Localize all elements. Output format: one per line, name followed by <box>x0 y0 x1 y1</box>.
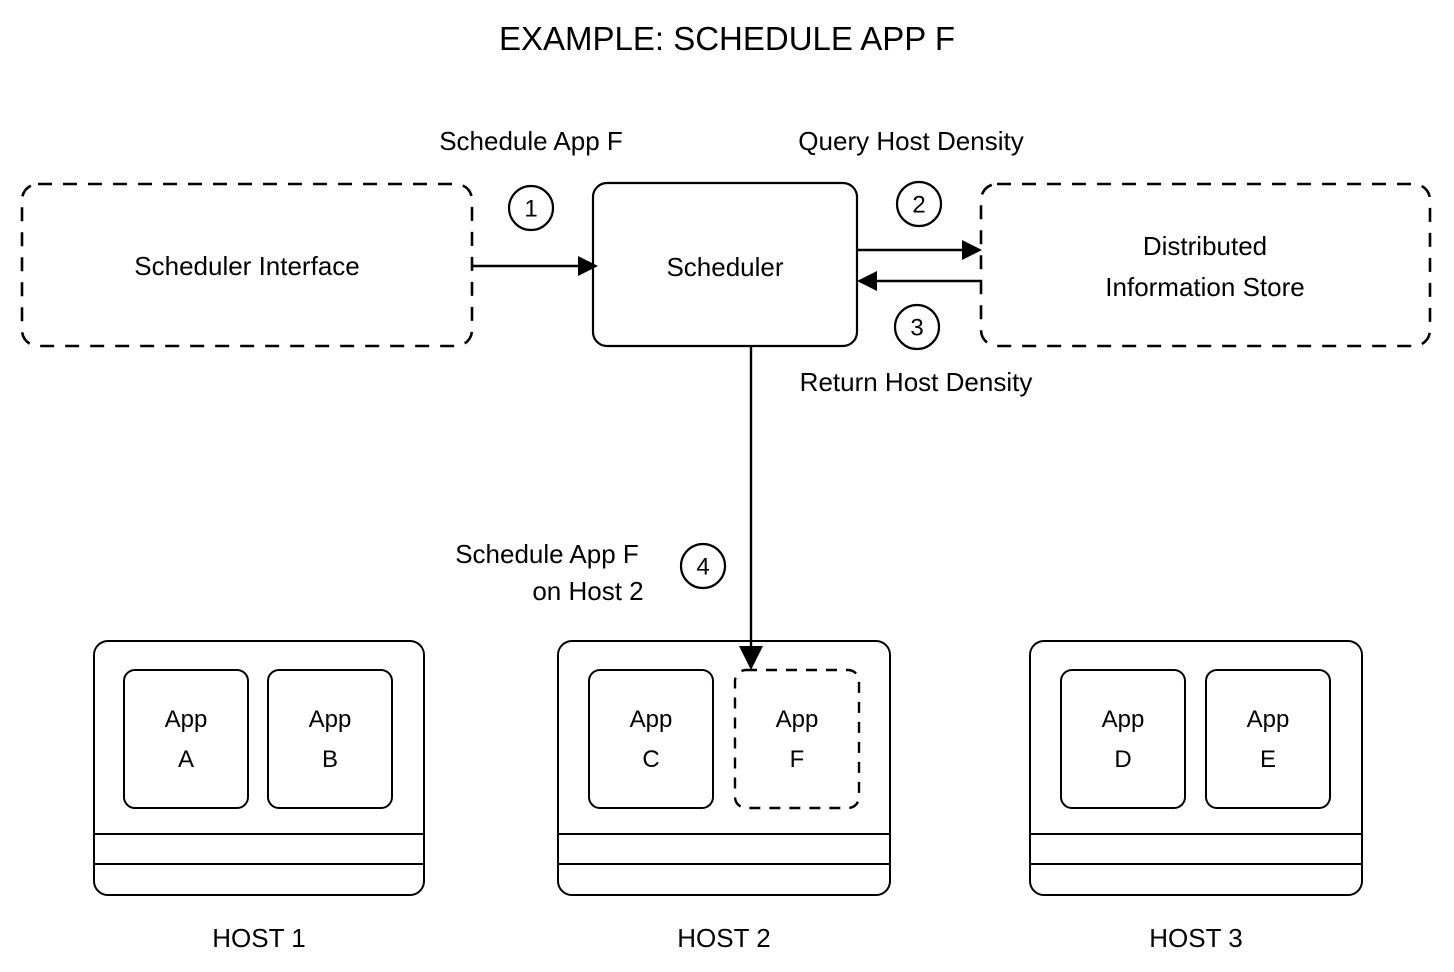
flow-label-query-host-density: Query Host Density <box>798 126 1023 156</box>
step-badge-3-number: 3 <box>910 315 923 342</box>
information-store-boundary <box>979 182 1432 348</box>
host-3-name: HOST 3 <box>1149 923 1242 953</box>
host-2-chassis <box>557 640 891 896</box>
host-3-app-d-box <box>1060 669 1186 809</box>
host-1-name: HOST 1 <box>212 923 305 953</box>
step-badge-2[interactable]: 2 <box>895 180 943 228</box>
step-badge-1[interactable]: 1 <box>507 184 555 232</box>
host-1-app-b-label-line2: B <box>322 746 338 773</box>
host-3-app-e-box <box>1205 669 1331 809</box>
flow-label-return-host-density: Return Host Density <box>800 367 1033 397</box>
host-3-app-d-label-line1: App <box>1102 706 1145 733</box>
information-store-label-line1: Distributed <box>1143 231 1267 261</box>
host-1-app-a-box <box>123 669 249 809</box>
scheduler-interface-node[interactable]: Scheduler Interface <box>20 182 474 348</box>
host-2-app-c-box <box>588 669 714 809</box>
host-3[interactable]: App D App E HOST 3 <box>1029 640 1363 953</box>
host-2-app-f-box <box>733 668 861 810</box>
distributed-information-store-node[interactable]: Distributed Information Store <box>979 182 1432 348</box>
host-1[interactable]: App A App B HOST 1 <box>93 640 425 953</box>
arrow-query-host-density <box>857 240 982 260</box>
host-1-app-a[interactable]: App A <box>123 669 249 809</box>
step-badge-4[interactable]: 4 <box>679 542 727 590</box>
host-2-name: HOST 2 <box>677 923 770 953</box>
host-1-app-b-box <box>267 669 393 809</box>
arrow-schedule-app-f <box>472 256 598 276</box>
host-1-app-a-label-line2: A <box>178 746 194 773</box>
scheduler-interface-label: Scheduler Interface <box>134 251 359 281</box>
host-3-app-d-label-line2: D <box>1114 746 1131 773</box>
host-2[interactable]: App C App F HOST 2 <box>557 640 891 953</box>
host-2-app-c-label-line1: App <box>630 706 673 733</box>
scheduler-label: Scheduler <box>666 252 783 282</box>
step-badge-1-number: 1 <box>524 196 537 223</box>
step-badge-4-number: 4 <box>696 554 709 581</box>
flow-label-schedule-on-host-line2: on Host 2 <box>532 576 643 606</box>
host-1-app-a-label-line1: App <box>165 706 208 733</box>
page-title: EXAMPLE: SCHEDULE APP F <box>499 20 955 57</box>
host-2-app-c[interactable]: App C <box>588 669 714 809</box>
flow-label-schedule-on-host-line1: Schedule App F <box>455 539 639 569</box>
arrow-return-host-density <box>857 271 982 291</box>
arrow-schedule-on-host-2 <box>739 346 763 670</box>
host-2-app-f[interactable]: App F <box>733 668 861 810</box>
host-2-app-c-label-line2: C <box>642 746 659 773</box>
step-badge-1-circle <box>507 184 555 232</box>
host-3-app-e-label-line2: E <box>1260 746 1276 773</box>
host-3-app-e-label-line1: App <box>1247 706 1290 733</box>
host-3-chassis <box>1029 640 1363 896</box>
flow-label-schedule-app-f: Schedule App F <box>439 126 623 156</box>
step-badge-2-number: 2 <box>912 192 925 219</box>
scheduler-node[interactable]: Scheduler <box>591 181 859 348</box>
host-3-app-d[interactable]: App D <box>1060 669 1186 809</box>
host-1-app-b-label-line1: App <box>309 706 352 733</box>
host-1-chassis <box>93 640 425 896</box>
step-badge-4-circle <box>679 542 727 590</box>
host-1-app-b[interactable]: App B <box>267 669 393 809</box>
step-badge-3[interactable]: 3 <box>893 303 941 351</box>
host-3-app-e[interactable]: App E <box>1205 669 1331 809</box>
step-badge-2-circle <box>895 180 943 228</box>
host-2-app-f-label-line1: App <box>776 706 819 733</box>
information-store-label-line2: Information Store <box>1105 272 1304 302</box>
host-2-app-f-label-line2: F <box>790 746 805 773</box>
step-badge-3-circle <box>893 303 941 351</box>
